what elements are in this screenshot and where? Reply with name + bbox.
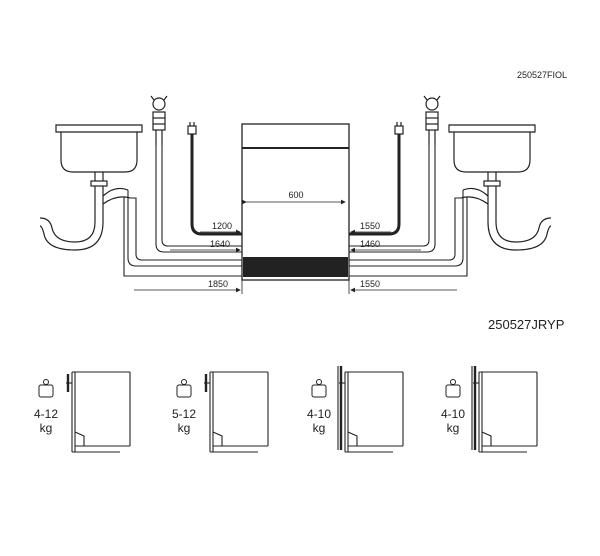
right-power-plug <box>394 122 404 135</box>
weight-icon <box>38 379 54 398</box>
load-unit: kg <box>447 421 460 435</box>
left-dimension-3: 1850 <box>208 279 228 289</box>
load-unit: kg <box>178 421 191 435</box>
load-range: 5-12 <box>172 407 196 421</box>
right-drain-hose <box>349 190 468 277</box>
weight-icon <box>176 379 192 398</box>
appliance-profile <box>204 371 269 453</box>
load-range: 4-10 <box>441 407 465 421</box>
right-water-tap <box>423 95 441 145</box>
load-range: 4-12 <box>34 407 58 421</box>
left-inlet-hose <box>155 145 242 253</box>
appliance-profile <box>337 366 404 453</box>
left-power-cable <box>190 134 242 236</box>
right-dimension-1: 1550 <box>360 221 380 231</box>
right-power-cable <box>349 134 401 236</box>
right-inlet-hose <box>349 145 436 253</box>
dishwasher-plinth <box>243 257 348 277</box>
top-model-code: 250527FIOL <box>517 70 568 80</box>
right-sink <box>448 124 552 251</box>
middle-model-code: 250527JRYP <box>488 317 565 332</box>
left-drain-hose <box>123 190 242 277</box>
load-unit: kg <box>313 421 326 435</box>
left-power-plug <box>187 122 197 135</box>
dimension-lines <box>134 199 457 294</box>
left-water-tap <box>150 95 168 145</box>
appliance-profile <box>471 366 538 453</box>
weight-icon <box>311 379 327 398</box>
width-dimension: 600 <box>288 190 303 200</box>
left-sink <box>39 124 143 251</box>
left-dimension-2: 1640 <box>210 239 230 249</box>
load-range: 4-10 <box>307 407 331 421</box>
right-dimension-3: 1550 <box>360 279 380 289</box>
appliance-profile <box>66 371 131 453</box>
right-dimension-2: 1460 <box>360 239 380 249</box>
weight-icon <box>445 379 461 398</box>
left-dimension-1: 1200 <box>212 221 232 231</box>
load-unit: kg <box>40 421 53 435</box>
